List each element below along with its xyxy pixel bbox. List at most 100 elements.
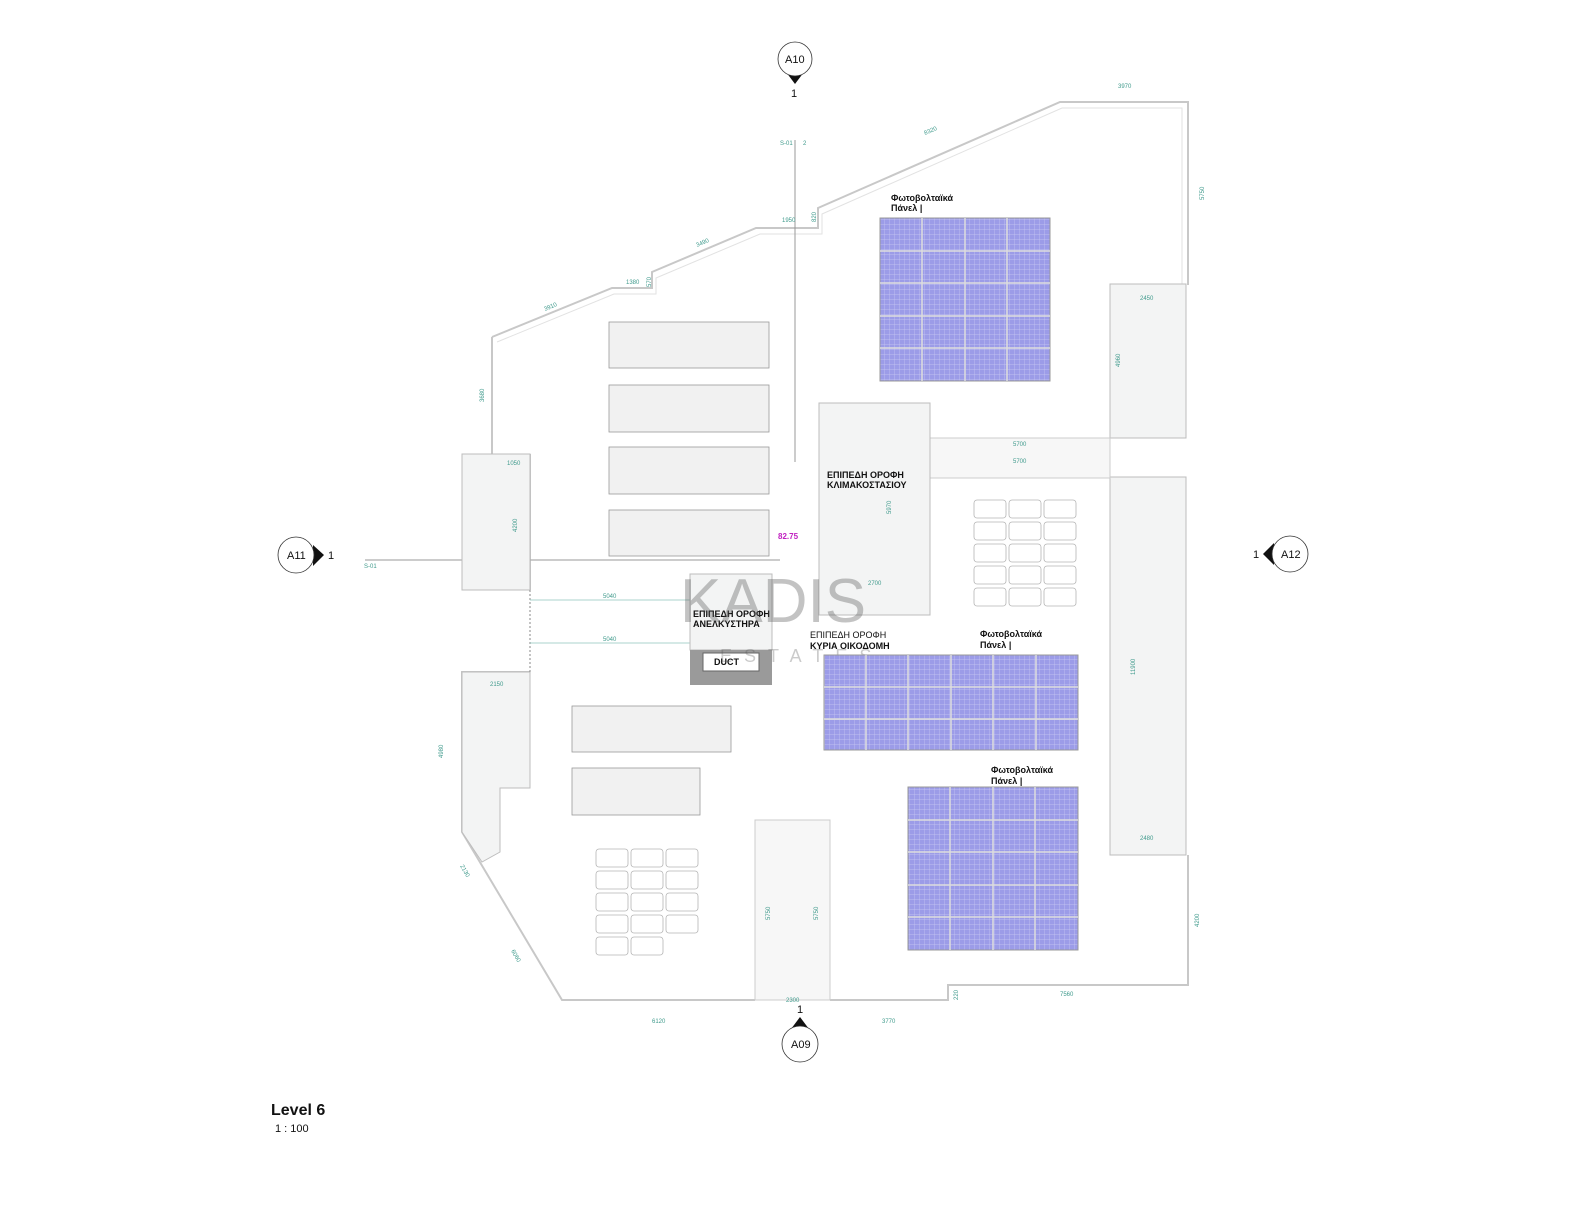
- main-roof-label-1: ΕΠΙΠΕΔΗ ΟΡΟΦΗ: [810, 630, 886, 640]
- dimension: 11900: [1131, 658, 1137, 675]
- duct-box: [702, 652, 760, 672]
- dimension: 2150: [490, 682, 504, 688]
- bottom-corridor: [754, 819, 831, 1001]
- dimension: 5750: [1200, 186, 1206, 200]
- rooftop-unit: [630, 870, 664, 890]
- section-line-label: S-01: [780, 141, 793, 147]
- rooftop-unit: [973, 543, 1007, 563]
- rooftop-unit: [973, 587, 1007, 607]
- dimension: 7560: [1060, 992, 1074, 998]
- rooftop-unit: [595, 848, 629, 868]
- rooftop-unit: [630, 914, 664, 934]
- dimension: 6060: [509, 949, 521, 964]
- left-lower-planter: [461, 671, 531, 863]
- svg-text:A12: A12: [1281, 549, 1301, 561]
- svg-text:1: 1: [791, 88, 797, 100]
- rooftop-unit: [973, 499, 1007, 519]
- svg-text:A10: A10: [785, 54, 805, 66]
- dimension: 4200: [1195, 913, 1201, 927]
- dimension: 1050: [507, 461, 521, 467]
- solar-collector-row: [571, 767, 701, 816]
- pv-array-2-label-1: Φωτοβολταϊκά: [980, 629, 1043, 639]
- dimension: 4980: [439, 744, 445, 758]
- dimension: 6120: [652, 1019, 666, 1025]
- dimension: 2700: [868, 581, 882, 587]
- dimension: 5970: [887, 500, 893, 514]
- section-marker-a12[interactable]: A12 1: [1253, 535, 1309, 573]
- dimension: 4200: [513, 518, 519, 532]
- unit-grid-left: [595, 848, 699, 956]
- solar-collector-row: [608, 446, 770, 495]
- elevator-roof-label-2: ΑΝΕΛΚΥΣΤΗΡΑ: [693, 619, 760, 629]
- dimension: 3970: [1118, 84, 1132, 90]
- svg-text:A09: A09: [791, 1039, 811, 1051]
- rooftop-unit: [630, 936, 664, 956]
- elevator-roof-label-1: ΕΠΙΠΕΔΗ ΟΡΟΦΗ: [693, 609, 770, 619]
- roof-outline-top: [491, 101, 1189, 338]
- left-upper-planter: [461, 453, 531, 591]
- rooftop-unit: [630, 848, 664, 868]
- dimension: 4960: [1116, 353, 1122, 367]
- rooftop-unit: [630, 892, 664, 912]
- stair-roof: [818, 402, 931, 616]
- right-upper-planter: [1109, 283, 1187, 439]
- roof-outline-top-inner: [496, 107, 1183, 343]
- rooftop-unit: [595, 870, 629, 890]
- dimension: 3910: [543, 302, 558, 313]
- roof-outline-bottom-right: [830, 855, 1189, 1001]
- rooftop-unit: [665, 892, 699, 912]
- dimension: 3490: [695, 238, 710, 249]
- rooftop-unit: [1043, 565, 1077, 585]
- section-marker-a09[interactable]: A09 1: [781, 1004, 819, 1063]
- rooftop-unit: [665, 870, 699, 890]
- svg-text:1: 1: [797, 1004, 803, 1016]
- rooftop-unit: [1043, 587, 1077, 607]
- rooftop-unit: [595, 892, 629, 912]
- pv-array-3-label-1: Φωτοβολταϊκά: [991, 765, 1054, 775]
- svg-text:1: 1: [328, 550, 334, 562]
- dimension: 5040: [603, 637, 617, 643]
- dimension: 8320: [923, 126, 938, 137]
- dimensions: 3970 8320 5750 1950 820 3490 1380 570 39…: [439, 84, 1206, 1025]
- section-marker-a11[interactable]: A11 1: [277, 536, 334, 574]
- rooftop-unit: [665, 848, 699, 868]
- stair-roof-label-1: ΕΠΙΠΕΔΗ ΟΡΟΦΗ: [827, 470, 904, 480]
- dimension: 570: [647, 276, 653, 287]
- main-roof-label-2: ΚΥΡΙΑ ΟΙΚΟΔΟΜΗ: [810, 641, 890, 651]
- solar-collector-row: [608, 509, 770, 557]
- pv-array-3-label-2: Πάνελ |: [991, 776, 1022, 786]
- rooftop-unit: [595, 936, 629, 956]
- dimension: 2300: [786, 998, 800, 1004]
- svg-text:A11: A11: [287, 550, 306, 562]
- drawing-scale: 1 : 100: [275, 1123, 309, 1135]
- dimension: 5700: [1013, 442, 1027, 448]
- section-marker-a10[interactable]: A10 1: [777, 41, 813, 100]
- rooftop-unit: [1008, 499, 1042, 519]
- rooftop-unit: [973, 521, 1007, 541]
- svg-text:1: 1: [1253, 549, 1259, 561]
- pv-array-2-label-2: Πάνελ |: [980, 640, 1011, 650]
- rooftop-unit: [665, 914, 699, 934]
- dimension: 1950: [782, 218, 796, 224]
- solar-collector-row: [571, 705, 732, 753]
- right-lower-planter: [1109, 476, 1187, 856]
- dimension: 220: [954, 989, 960, 1000]
- pv-array-1-label-1: Φωτοβολταϊκά: [891, 193, 954, 203]
- rooftop-unit: [1008, 543, 1042, 563]
- section-line-label-left: S-01: [364, 564, 377, 570]
- pv-array-3: [907, 786, 1079, 951]
- dimension: 5750: [814, 906, 820, 920]
- rooftop-unit: [1043, 521, 1077, 541]
- duct-label: DUCT: [714, 657, 739, 667]
- dimension: 1380: [626, 280, 640, 286]
- level-title: Level 6: [271, 1102, 326, 1119]
- dimension: 2130: [458, 864, 470, 879]
- dimension: 3680: [480, 388, 486, 402]
- dimension: 2480: [1140, 836, 1154, 842]
- dimension: 2450: [1140, 296, 1154, 302]
- watermark-logo: KADIS: [680, 567, 866, 636]
- dimension: 820: [812, 211, 818, 222]
- elevation-label: 82.75: [778, 532, 799, 541]
- dimension: 5750: [766, 906, 772, 920]
